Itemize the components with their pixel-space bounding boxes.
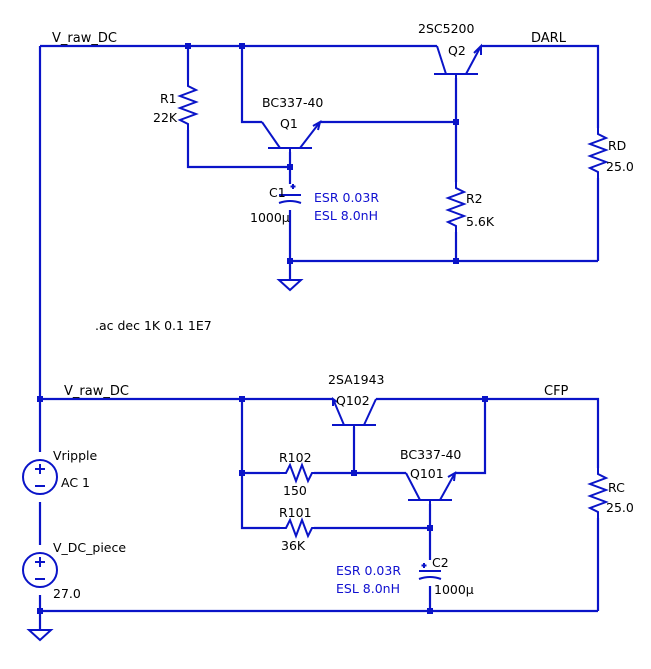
wire-r1-bottom <box>186 130 290 169</box>
junction <box>453 119 459 125</box>
net-label-vraw-top: V_raw_DC <box>52 31 117 46</box>
net-label-cfp: CFP <box>544 384 569 399</box>
q1-name: Q1 <box>280 116 298 131</box>
r102-value: 150 <box>283 483 307 498</box>
c1-esr: ESR 0.03R <box>314 190 379 205</box>
junction <box>239 43 245 49</box>
capacitor-c1[interactable] <box>278 184 302 204</box>
q101-model: BC337-40 <box>400 447 461 462</box>
c1-value: 1000µ <box>250 210 290 225</box>
junction <box>287 164 293 170</box>
transistor-q2[interactable] <box>434 43 482 78</box>
r2-name: R2 <box>466 191 483 206</box>
transistor-q102[interactable] <box>332 397 377 427</box>
voltage-source-vdc[interactable] <box>22 545 58 595</box>
rc-name: RC <box>608 480 625 495</box>
vdc-value: 27.0 <box>53 586 81 601</box>
spice-directive: .ac dec 1K 0.1 1E7 <box>95 318 212 333</box>
junction <box>37 396 43 402</box>
junction <box>482 396 488 402</box>
resistor-rd[interactable] <box>587 128 609 178</box>
c1-name: C1 <box>269 185 286 200</box>
capacitor-c2[interactable] <box>418 563 442 580</box>
rd-value: 25.0 <box>606 159 634 174</box>
bottom-junctions <box>37 396 488 614</box>
vripple-value: AC 1 <box>61 475 90 490</box>
junction <box>453 258 459 264</box>
q101-name: Q101 <box>410 466 444 481</box>
resistor-r2[interactable] <box>445 182 467 232</box>
r102-name: R102 <box>279 450 312 465</box>
resistor-rc[interactable] <box>587 468 609 518</box>
q2-name: Q2 <box>448 43 466 58</box>
wire-q1-collector <box>240 46 262 124</box>
voltage-source-vripple[interactable] <box>22 452 58 502</box>
q102-name: Q102 <box>336 393 370 408</box>
c2-name: C2 <box>432 555 449 570</box>
r2-value: 5.6K <box>466 214 495 229</box>
r101-value: 36K <box>281 538 306 553</box>
junction <box>185 43 191 49</box>
c2-esr: ESR 0.03R <box>336 563 401 578</box>
net-label-vraw-bottom: V_raw_DC <box>64 384 129 399</box>
wire-left-branch <box>240 399 280 530</box>
resistor-r102[interactable] <box>280 462 314 484</box>
top-circuit-wires <box>38 44 600 611</box>
q1-model: BC337-40 <box>262 95 323 110</box>
ground-symbol-top <box>276 279 304 292</box>
junction <box>351 470 357 476</box>
vripple-name: Vripple <box>53 448 98 463</box>
r1-value: 22K <box>153 110 178 125</box>
junction <box>239 396 245 402</box>
ground-symbol-bottom <box>26 629 54 642</box>
junction <box>287 258 293 264</box>
rd-name: RD <box>608 138 626 153</box>
transistor-q1[interactable] <box>261 119 322 152</box>
resistor-r101[interactable] <box>280 517 314 539</box>
c1-esl: ESL 8.0nH <box>314 208 378 223</box>
top-junctions <box>185 43 459 264</box>
net-label-darl: DARL <box>531 31 567 46</box>
q102-model: 2SA1943 <box>328 372 384 387</box>
wire-q101-collector <box>455 399 487 475</box>
c2-value: 1000µ <box>434 582 474 597</box>
vdc-name: V_DC_piece <box>53 540 126 555</box>
c2-esl: ESL 8.0nH <box>336 581 400 596</box>
r1-name: R1 <box>160 91 177 106</box>
wire-cfp <box>376 397 600 468</box>
resistor-r1[interactable] <box>177 80 199 130</box>
rc-value: 25.0 <box>606 500 634 515</box>
wire-darl <box>481 44 600 128</box>
q2-model: 2SC5200 <box>418 21 474 36</box>
r101-name: R101 <box>279 505 312 520</box>
junction <box>37 608 43 614</box>
junction <box>427 608 433 614</box>
junction <box>239 470 245 476</box>
junction <box>427 525 433 531</box>
transistor-q101[interactable] <box>405 471 457 504</box>
bottom-circuit-wires <box>38 397 600 630</box>
